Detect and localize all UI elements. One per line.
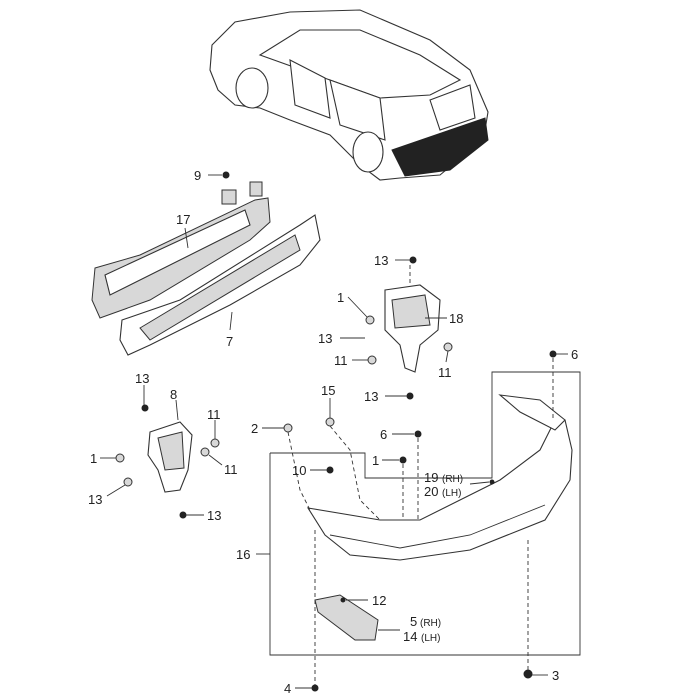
- callout-labels: 9 17 7 13 1 18 13 11 11 13 6 13 8 11 1 1…: [88, 168, 578, 696]
- callout-11: 11: [334, 353, 348, 368]
- callout-14: 14: [403, 629, 417, 644]
- callout-19-side: (RH): [442, 474, 463, 485]
- energy-absorber: [119, 214, 321, 356]
- callout-1: 1: [90, 451, 97, 466]
- callout-8: 8: [170, 387, 177, 402]
- callout-17: 17: [176, 212, 190, 227]
- callout-13: 13: [318, 331, 332, 346]
- callout-13: 13: [374, 253, 388, 268]
- callout-11: 11: [438, 365, 452, 380]
- callout-7: 7: [226, 334, 233, 349]
- callout-11: 11: [207, 407, 221, 422]
- side-bracket-right: [365, 256, 453, 400]
- callout-5-side: (RH): [420, 618, 441, 629]
- callout-1: 1: [337, 290, 344, 305]
- vehicle-illustration: [209, 9, 489, 181]
- callout-4: 4: [284, 681, 291, 696]
- side-bracket-left: [115, 404, 220, 519]
- leader-lines: [100, 174, 581, 689]
- callout-5: 5: [410, 614, 417, 629]
- callout-2: 2: [251, 421, 258, 436]
- callout-6: 6: [571, 347, 578, 362]
- callout-12: 12: [372, 593, 386, 608]
- callout-6: 6: [380, 427, 387, 442]
- callout-20: 20: [424, 484, 438, 499]
- callout-13: 13: [207, 508, 221, 523]
- callout-9: 9: [194, 168, 201, 183]
- bumper-cover: [306, 394, 573, 561]
- lower-bracket: [314, 594, 379, 641]
- callout-13: 13: [135, 371, 149, 386]
- callout-15: 15: [321, 383, 335, 398]
- callout-11: 11: [224, 462, 238, 477]
- callout-16: 16: [236, 547, 250, 562]
- callout-14-side: (LH): [421, 633, 440, 644]
- bumper-beam: [91, 181, 271, 319]
- callout-3: 3: [552, 668, 559, 683]
- callout-10: 10: [292, 463, 306, 478]
- callout-1: 1: [372, 453, 379, 468]
- callout-18: 18: [449, 311, 463, 326]
- callout-19: 19: [424, 470, 438, 485]
- callout-13: 13: [88, 492, 102, 507]
- callout-13: 13: [364, 389, 378, 404]
- callout-20-side: (LH): [442, 488, 461, 499]
